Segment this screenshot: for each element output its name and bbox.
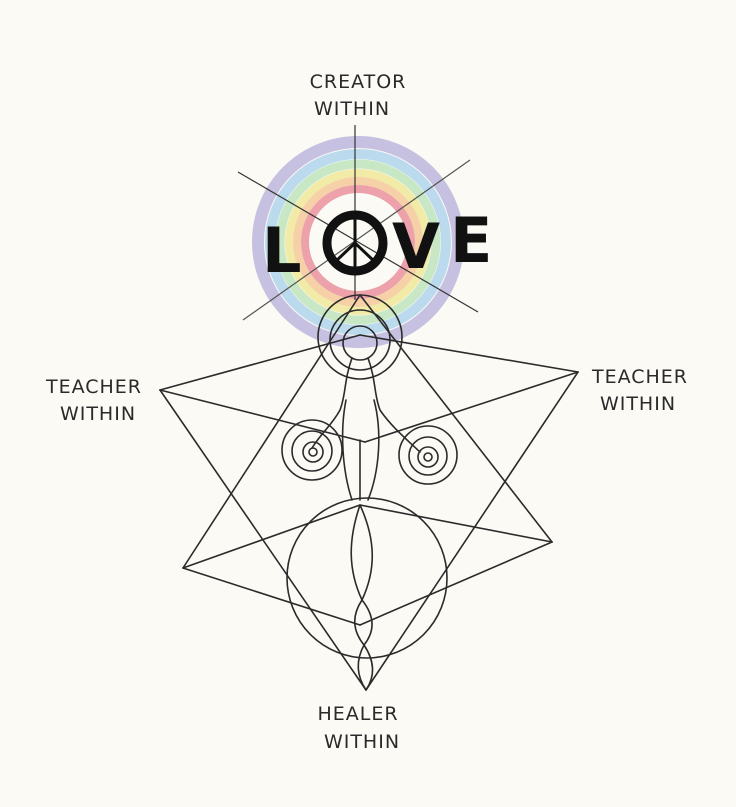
ray-diagonal-down <box>237 171 479 313</box>
figure-left-arm <box>311 357 353 449</box>
halo-ring-blue <box>265 149 451 335</box>
lower-body-circle <box>286 497 448 691</box>
label-teacher-within-left: TEACHER WITHIN <box>45 376 142 425</box>
up-tri-base-front <box>182 567 361 626</box>
down-tri-top-front-left <box>159 389 366 443</box>
down-tri-left-edge <box>159 389 367 691</box>
up-tri-base-back-right <box>359 504 553 543</box>
down-tri-top-front-right <box>364 371 579 443</box>
label-top-line2: WITHIN <box>314 98 390 120</box>
lower-large-circle <box>286 497 448 659</box>
love-letter-v: V <box>392 210 446 283</box>
down-tri-right-edge <box>365 371 579 691</box>
love-word: L V E <box>262 204 498 287</box>
label-creator-within: CREATOR WITHIN <box>310 71 407 120</box>
up-tri-left-edge <box>182 294 361 569</box>
label-teacher-within-right: TEACHER WITHIN <box>591 366 688 415</box>
peace-symbol-o <box>322 210 388 276</box>
vesica-upper <box>350 504 374 601</box>
label-left-line2: WITHIN <box>60 403 136 425</box>
left-hand-spiral <box>281 419 343 481</box>
figure-right-torso <box>367 399 380 501</box>
label-top-line1: CREATOR <box>310 71 407 93</box>
figure-left-torso <box>341 399 353 501</box>
up-tri-base-front-right <box>359 541 553 626</box>
halo-ring-yellow <box>285 169 431 315</box>
human-figure <box>311 357 421 501</box>
vesica-lower <box>357 644 374 691</box>
halo-ring-violet <box>252 136 464 348</box>
love-letter-e: E <box>450 204 498 277</box>
down-tri-top-back-left <box>159 334 361 391</box>
up-tri-base-back-left <box>182 504 361 569</box>
halo-ring-orange <box>293 177 423 307</box>
halo-ring-green <box>275 159 441 325</box>
up-tri-right-edge <box>359 294 553 543</box>
label-bottom-line2: WITHIN <box>324 731 400 753</box>
head-inner-circle <box>342 325 378 361</box>
rainbow-halo <box>252 136 464 348</box>
vesica-middle <box>353 599 373 646</box>
label-healer-within: HEALER WITHIN <box>317 703 400 753</box>
down-tri-top-back-right <box>359 334 579 373</box>
star-tetrahedron <box>159 294 579 691</box>
love-letter-l: L <box>262 214 308 287</box>
label-right-line1: TEACHER <box>591 366 688 388</box>
figure-right-arm <box>367 357 421 453</box>
label-right-line2: WITHIN <box>600 393 676 415</box>
label-left-line1: TEACHER <box>45 376 142 398</box>
label-bottom-line1: HEALER <box>317 703 398 725</box>
right-hand-spiral <box>398 425 458 485</box>
